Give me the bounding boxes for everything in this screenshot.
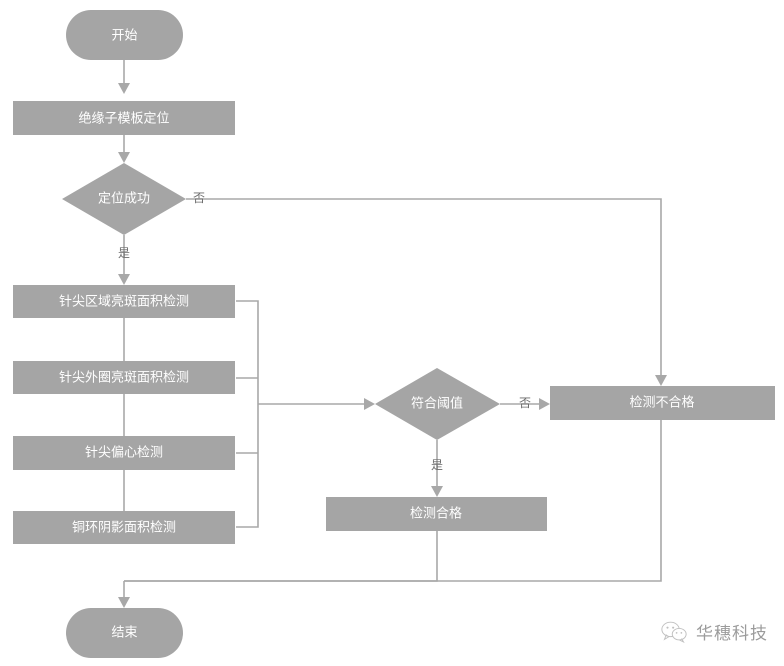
edge-label-locate-yes: 是 — [118, 246, 130, 260]
node-threshold-decision[interactable]: 符合阈值 — [375, 368, 500, 440]
edge-threshold-no-to-fail: 否 — [500, 396, 550, 410]
node-end[interactable]: 结束 — [66, 608, 183, 658]
edge-template-to-locate-decision — [118, 135, 130, 163]
node-start[interactable]: 开始 — [66, 10, 183, 60]
node-check-tip-region-area[interactable]: 针尖区域亮斑面积检测 — [13, 285, 235, 318]
edge-label-threshold-no: 否 — [519, 396, 531, 410]
watermark-text: 华穗科技 — [696, 624, 768, 644]
edge-start-to-template — [118, 60, 130, 94]
edge-locate-no-to-fail: 否 — [186, 191, 667, 386]
wechat-icon — [661, 621, 687, 643]
node-locate-decision[interactable]: 定位成功 — [62, 163, 186, 235]
edge-label-locate-no: 否 — [193, 191, 205, 205]
node-fail[interactable]: 检测不合格 — [550, 386, 775, 420]
watermark: 华穗科技 — [661, 619, 768, 644]
edge-label-threshold-yes: 是 — [431, 458, 443, 472]
node-check-tip-outer-ring-area[interactable]: 针尖外圈亮斑面积检测 — [13, 361, 235, 394]
edge-fail-to-end — [118, 420, 662, 608]
edge-threshold-yes-to-pass: 是 — [431, 440, 443, 497]
node-check-copper-ring-shadow-area[interactable]: 铜环阴影面积检测 — [13, 511, 235, 544]
node-template-locate[interactable]: 绝缘子模板定位 — [13, 101, 235, 135]
node-pass[interactable]: 检测合格 — [326, 497, 547, 531]
edge-checks-bus-to-threshold — [236, 300, 375, 528]
edge-locate-yes-to-check1: 是 — [118, 235, 130, 285]
node-check-tip-eccentricity[interactable]: 针尖偏心检测 — [13, 436, 235, 470]
